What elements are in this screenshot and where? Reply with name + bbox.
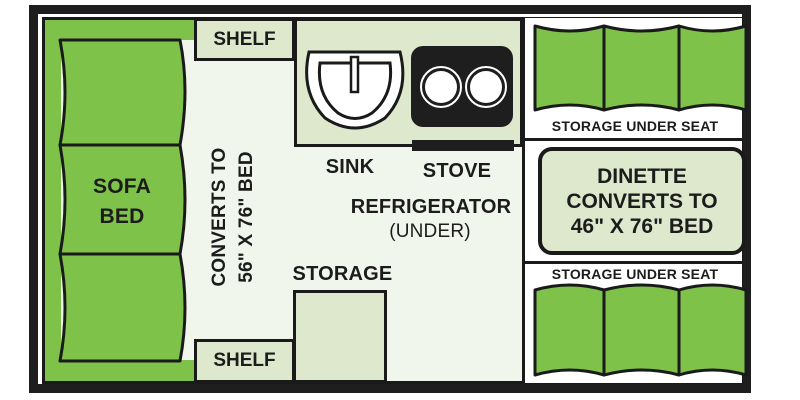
top-seat-cushion-2: [602, 24, 681, 112]
shelf-top: SHELF: [194, 18, 295, 61]
sofa-cushion-bottom: [58, 252, 187, 363]
storage-cabinet: [293, 290, 387, 383]
dinette-table: DINETTE CONVERTS TO 46" X 76" BED: [538, 147, 746, 255]
bottom-seat-cushion-1: [533, 283, 606, 377]
stove-label: STOVE: [422, 160, 492, 182]
bottom-seat-storage-label: STORAGE UNDER SEAT: [551, 266, 719, 282]
sofa-bed-label: SOFA BED: [93, 175, 151, 228]
sink-icon: [305, 50, 405, 130]
dinette-divider-top: [522, 138, 742, 141]
sink-label: SINK: [325, 156, 375, 178]
top-seat-storage-label: STORAGE UNDER SEAT: [551, 118, 719, 134]
top-seat-cushion-1: [533, 24, 606, 112]
refrigerator-label: REFRIGERATOR: [350, 196, 512, 218]
storage-label: STORAGE: [292, 263, 393, 285]
stove-icon: [411, 46, 513, 127]
refrigerator-front-bar: [412, 140, 514, 151]
dinette-divider-bottom: [522, 261, 742, 264]
shelf-bottom: SHELF: [194, 339, 295, 383]
bottom-seat-cushion-2: [602, 283, 681, 377]
top-seat-cushion-3: [677, 24, 748, 112]
refrigerator-note: (UNDER): [389, 221, 471, 242]
bottom-seat-cushion-3: [677, 283, 748, 377]
